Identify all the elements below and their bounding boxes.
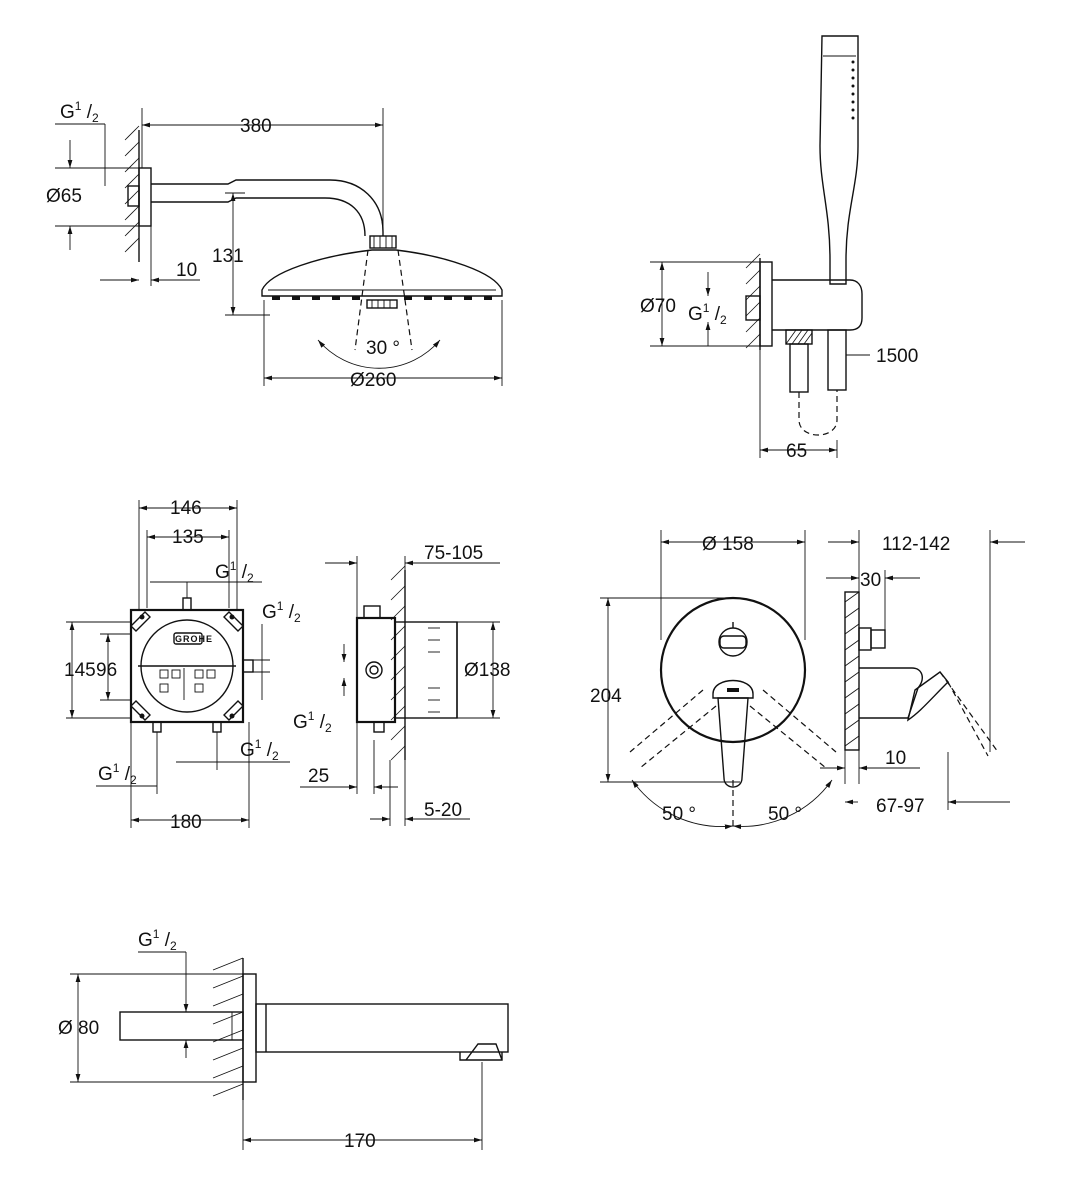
trim-side-hatch <box>844 591 860 747</box>
wall-hatch-4 <box>212 957 244 1100</box>
box-outer-width-label: 146 <box>170 498 202 519</box>
shower-height-label: 131 <box>212 246 244 267</box>
spout-view: G1 /2 Ø 80 170 <box>58 927 509 1152</box>
trim-front-view: Ø 158 204 50 ° 50 ° <box>590 530 837 830</box>
hand-shower-view: Ø70 G1 /2 1500 65 <box>640 35 918 462</box>
box-side-thread-label: G1 /2 <box>293 709 332 735</box>
box-base-width-label: 180 <box>170 812 202 833</box>
lever-range-label: 67-97 <box>876 796 925 817</box>
box-corner-clips <box>130 611 244 721</box>
spout-thread-label: G1 /2 <box>138 927 177 953</box>
flange-diameter-label: Ø65 <box>46 186 82 207</box>
arm-length-label: 380 <box>240 116 272 137</box>
box-top-thread-label: G1 /2 <box>215 559 254 585</box>
angle-left-label: 50 ° <box>662 804 696 825</box>
spout-length-label: 170 <box>344 1131 376 1152</box>
knurl <box>785 329 813 345</box>
trim-height-label: 204 <box>590 686 622 707</box>
elbow-diameter-label: Ø70 <box>640 296 676 317</box>
box-inner-height-label: 96 <box>96 660 117 681</box>
plate-diameter-label: Ø 158 <box>702 534 754 555</box>
box-side-view: 75-105 Ø138 G1 /2 25 5-20 <box>293 543 510 826</box>
projection-label: 65 <box>786 441 807 462</box>
box-bottom-right-thread-label: G1 /2 <box>240 737 279 763</box>
head-diameter-label: Ø260 <box>350 370 396 391</box>
flange-depth-label: 10 <box>176 260 197 281</box>
spray-angle-label: 30 ° <box>366 338 400 359</box>
svg-text:GROHE: GROHE <box>175 634 213 644</box>
shower-nozzles <box>272 296 492 300</box>
shower-head-view: 380 G1 /2 Ø65 10 131 30 ° Ø260 <box>46 99 503 391</box>
inlet-thread-label: G1 /2 <box>60 99 99 125</box>
hand-shower-thread-label: G1 /2 <box>688 301 727 327</box>
hose-length-label: 1500 <box>876 346 918 367</box>
box-offset-label: 25 <box>308 766 329 787</box>
trim-side-view: 112-142 30 10 67-97 <box>820 530 1025 817</box>
wall-hatch-2 <box>745 253 761 350</box>
thread-marks <box>428 627 440 713</box>
angle-right-label: 50 ° <box>768 804 802 825</box>
wall-hatch <box>124 125 140 262</box>
box-inner-width-label: 135 <box>172 527 204 548</box>
spout-diameter-label: Ø 80 <box>58 1018 99 1039</box>
valve-symbols <box>159 668 216 700</box>
box-outer-height-label: 145 <box>64 660 96 681</box>
box-front-view: GROHE 146 135 G1 /2 G1 /2 145 <box>64 498 301 833</box>
box-side-diameter-label: Ø138 <box>464 660 510 681</box>
wall-hatch-3 <box>390 565 406 761</box>
box-bottom-left-thread-label: G1 /2 <box>98 761 137 787</box>
wall-gap-label: 10 <box>885 748 906 769</box>
box-side-thread-label: G1 /2 <box>262 599 301 625</box>
grohe-logo: GROHE <box>173 632 213 645</box>
wall-range-label: 5-20 <box>424 800 462 821</box>
plate-depth-label: 30 <box>860 570 881 591</box>
box-depth-range-label: 75-105 <box>424 543 483 564</box>
handset-nozzles <box>851 60 855 120</box>
trim-depth-range-label: 112-142 <box>882 534 950 555</box>
